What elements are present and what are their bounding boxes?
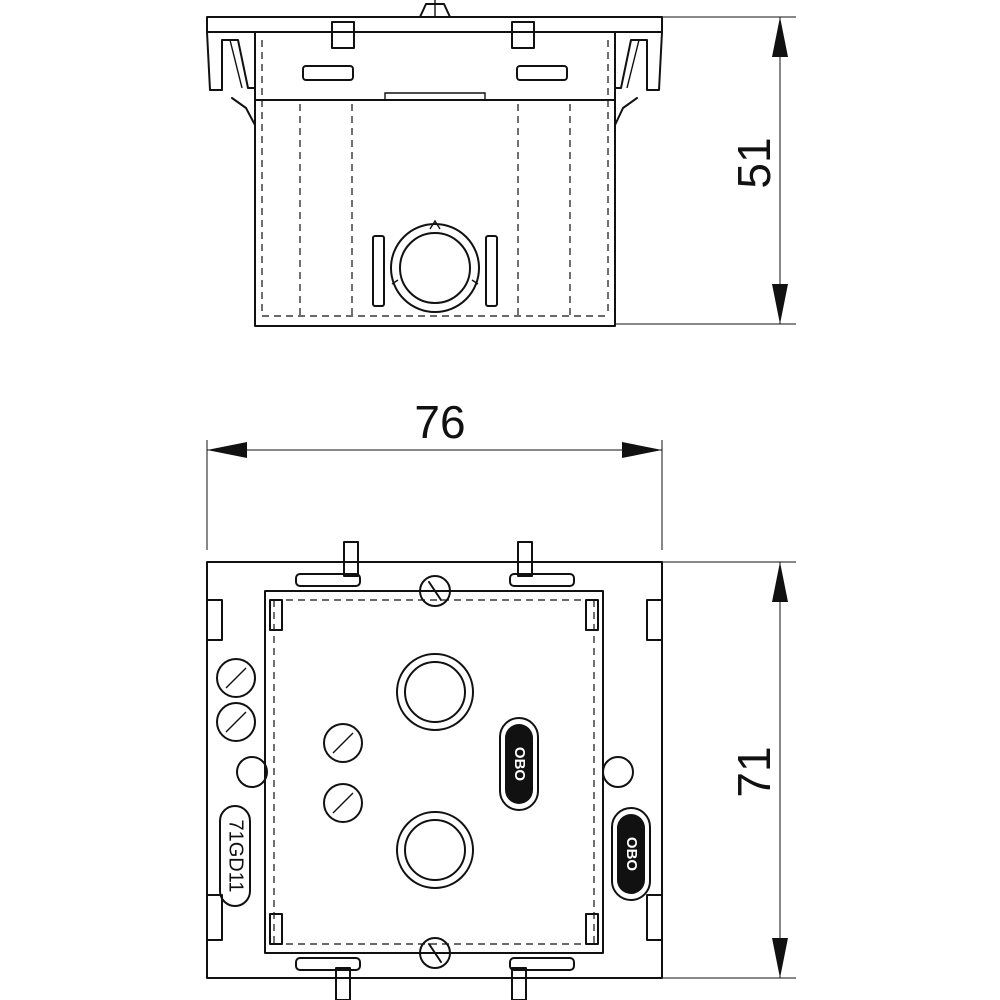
brand-logo-right: OBO	[611, 807, 651, 901]
dimension-label-76: 76	[414, 396, 465, 448]
dimension-label-51: 51	[728, 137, 780, 188]
dimension-side-height: 51	[615, 16, 796, 325]
dimension-label-71: 71	[728, 746, 780, 797]
part-code-text: 71GD11	[225, 819, 247, 892]
part-code-label: 71GD11	[219, 805, 251, 907]
dimension-front-height: 71	[662, 561, 796, 979]
front-view	[206, 541, 663, 1000]
dimension-front-width: 76	[206, 396, 663, 550]
brand-logo-center: OBO	[499, 717, 539, 811]
brand-logo-text-2: OBO	[623, 837, 640, 872]
brand-logo-text-1: OBO	[511, 747, 528, 782]
side-view	[206, 0, 663, 327]
